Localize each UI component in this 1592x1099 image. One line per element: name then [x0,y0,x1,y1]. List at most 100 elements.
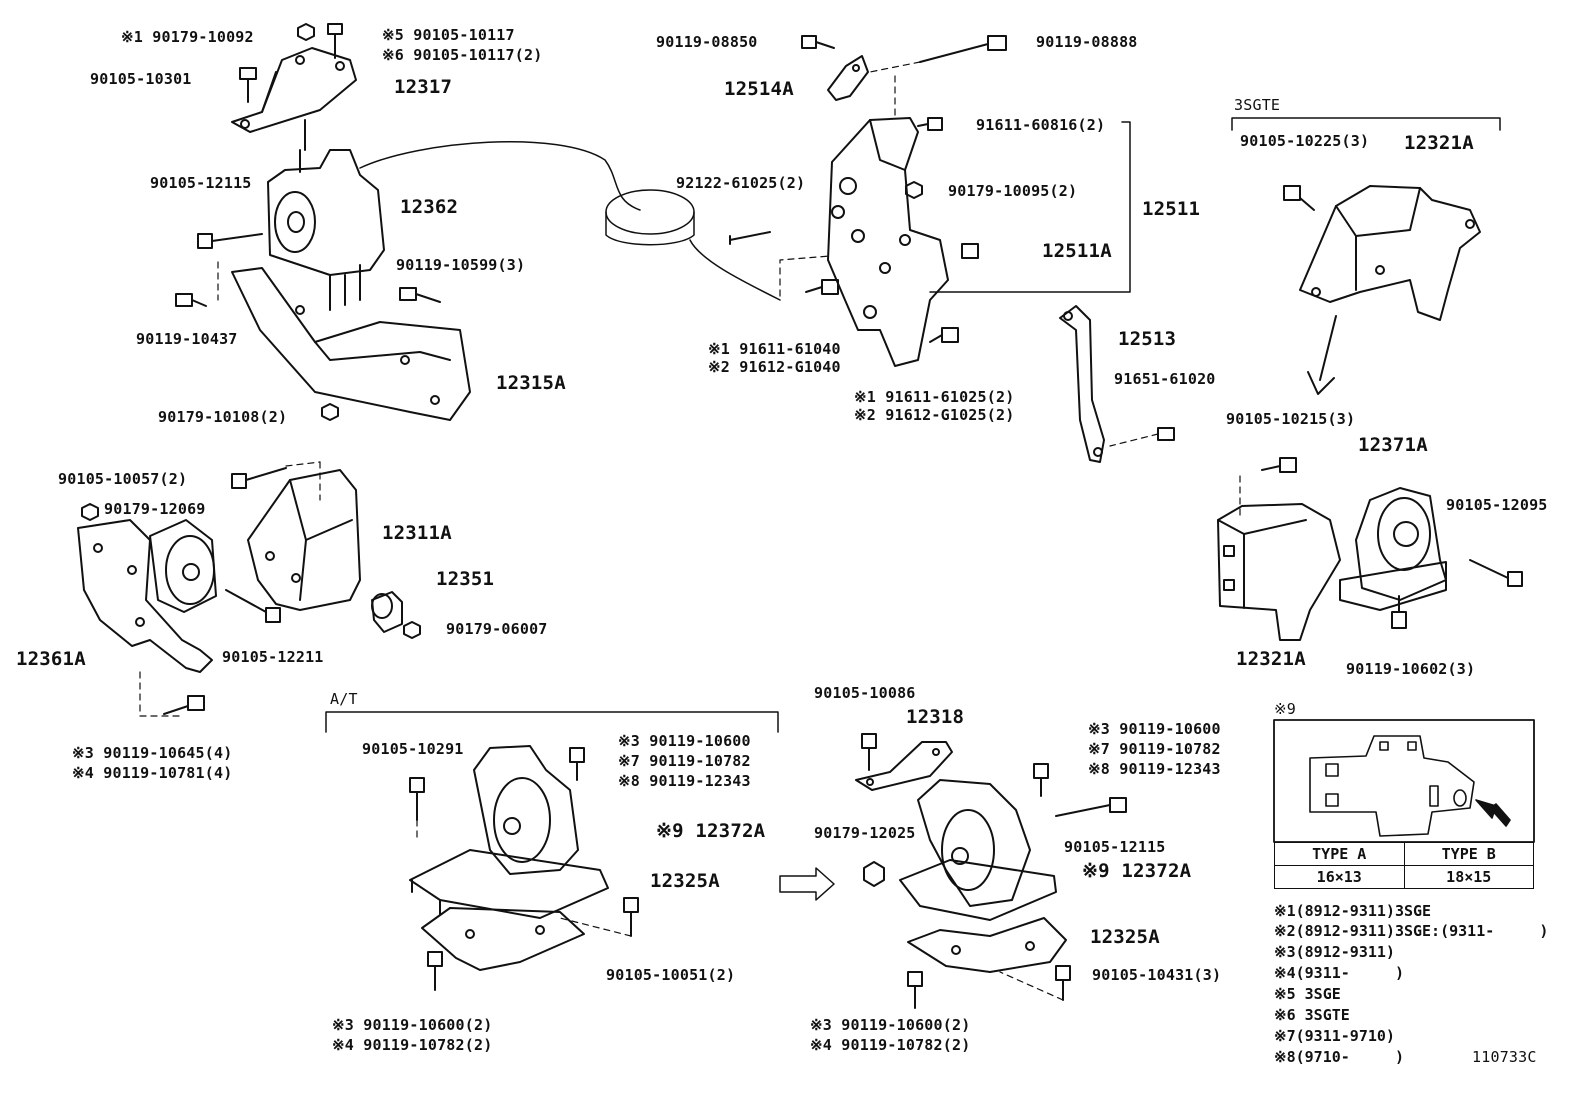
bolt-91611-61040-drawing [805,279,839,295]
mount-12372A-right-drawing [899,779,1057,921]
figure-code: 110733C [1472,1048,1537,1066]
label-r-90119-10782-2: ※4 90119-10782(2) [810,1036,971,1054]
label-91611-61040: ※1 91611-61040 [708,340,841,358]
label-90105-10117-6: ※6 90105-10117(2) [382,46,543,64]
label-90105-10051: 90105-10051(2) [606,966,736,984]
bushing-12351-drawing [371,591,403,633]
label-12321A-top: 12321A [1404,132,1474,154]
label-91611-60816: 91611-60816(2) [976,116,1106,134]
bolt-90105-10291-drawing [409,777,425,821]
bracket-12315A-drawing [231,267,471,421]
type-a-value: 16×13 [1274,865,1405,889]
label-90105-12115: 90105-12115 [150,174,252,192]
label-90179-10095: 90179-10095(2) [948,182,1078,200]
legend-6: ※6 3SGTE [1274,1006,1350,1024]
label-90119-10602: 90119-10602(3) [1346,660,1476,678]
bolt-12511A-drawing [961,243,979,259]
mount-12372A-at-drawing [409,745,609,919]
label-91651-61020: 91651-61020 [1114,370,1216,388]
bolt-90105-10301-drawing [239,67,257,103]
bolt-91611-61025-drawing [929,327,959,343]
bolt-90105-12115-right-drawing [1055,797,1127,817]
section-at: A/T [330,690,358,708]
label-90119-08888: 90119-08888 [1036,33,1138,51]
label-90105-10225: 90105-10225(3) [1240,132,1370,150]
bolt-90119-10599-drawing [399,287,441,303]
bolt-90105-12095-drawing [1469,559,1523,587]
label-at-90119-10782-2: ※4 90119-10782(2) [332,1036,493,1054]
bolt-right-90119-10600-bottom-drawing [907,971,923,1009]
label-90105-10215: 90105-10215(3) [1226,410,1356,428]
bracket-12311A-drawing [247,469,361,611]
label-92122-61025: 92122-61025(2) [676,174,806,192]
nut-90179-12069-drawing [81,503,99,521]
label-12514A: 12514A [724,78,794,100]
bracket-12321A-top-drawing [1299,185,1481,321]
bolt-90105-10225-drawing [1283,185,1315,211]
label-90179-12025: 90179-12025 [814,824,916,842]
label-r-90119-10782: ※7 90119-10782 [1088,740,1221,758]
bolt-at-90119-10600-drawing [569,747,585,781]
label-91612-G1025: ※2 91612-G1025(2) [854,406,1015,424]
label-90105-10291: 90105-10291 [362,740,464,758]
label-12361A: 12361A [16,648,86,670]
section-3sgte: 3SGTE [1234,96,1281,114]
bolt-90105-10215-drawing [1261,457,1297,473]
label-90119-10599: 90119-10599(3) [396,256,526,274]
mount-12362-drawing [267,119,385,311]
label-r-12372A: ※9 12372A [1082,860,1192,882]
label-12321A-bottom: 12321A [1236,648,1306,670]
label-91612-G1040: ※2 91612-G1040 [708,358,841,376]
label-90105-10086: 90105-10086 [814,684,916,702]
legend-8: ※8(9710- ) [1274,1048,1404,1066]
label-12371A: 12371A [1358,434,1428,456]
type-a-header: TYPE A [1274,842,1405,866]
label-at-90119-10600-2: ※3 90119-10600(2) [332,1016,493,1034]
label-12318: 12318 [906,706,965,728]
bolt-90105-10051-drawing [623,897,639,937]
nut-90179-06007-drawing [403,621,421,639]
section-note9: ※9 [1274,700,1296,718]
label-12511: 12511 [1142,198,1201,220]
legend-7: ※7(9311-9710) [1274,1027,1395,1045]
bracket-12321A-bottom-drawing [1217,503,1341,641]
bolt-91651-61020-drawing [1109,427,1175,447]
label-at-90119-10600: ※3 90119-10600 [618,732,751,750]
label-r-12325A: 12325A [1090,926,1160,948]
stud-92122-61025-drawing [729,231,771,245]
label-90105-10057: 90105-10057(2) [58,470,188,488]
type-b-value: 18×15 [1403,865,1534,889]
type-b-header: TYPE B [1403,842,1534,866]
label-90119-10437: 90119-10437 [136,330,238,348]
label-91611-61025: ※1 91611-61025(2) [854,388,1015,406]
label-12317: 12317 [394,76,453,98]
nut-90179-10095-drawing [905,181,923,199]
bracket-12514A-drawing [827,55,869,101]
label-at-12372A: ※9 12372A [656,820,766,842]
bracket-12511-drawing [827,117,949,367]
label-90105-10431: 90105-10431(3) [1092,966,1222,984]
mount-12371A-drawing [1339,487,1447,611]
nut-90179-10092-drawing [297,23,315,41]
label-12311A: 12311A [382,522,452,544]
label-90179-10092: ※1 90179-10092 [121,28,254,46]
arrow-down-drawing [1307,315,1337,395]
legend-1: ※1(8912-9311)3SGE [1274,902,1432,920]
label-12511A: 12511A [1042,240,1112,262]
bracket-12318-drawing [855,741,953,791]
bolt-90119-10602-drawing [1391,595,1407,629]
bolt-91611-60816-drawing [917,117,943,131]
bolt-90105-10117-drawing [327,23,343,59]
label-12315A: 12315A [496,372,566,394]
label-r-90119-10600-2: ※3 90119-10600(2) [810,1016,971,1034]
label-90119-10645: ※3 90119-10645(4) [72,744,233,762]
bushing-12361A-drawing [149,519,217,613]
label-12362: 12362 [400,196,459,218]
bracket-12361A-drawing [77,519,213,673]
bolt-90119-08850-drawing [801,35,835,49]
label-at-12325A: 12325A [650,870,720,892]
bolt-90105-10431-drawing [1055,965,1071,1001]
type-size-table: TYPE A TYPE B 16×13 18×15 [1274,842,1534,889]
